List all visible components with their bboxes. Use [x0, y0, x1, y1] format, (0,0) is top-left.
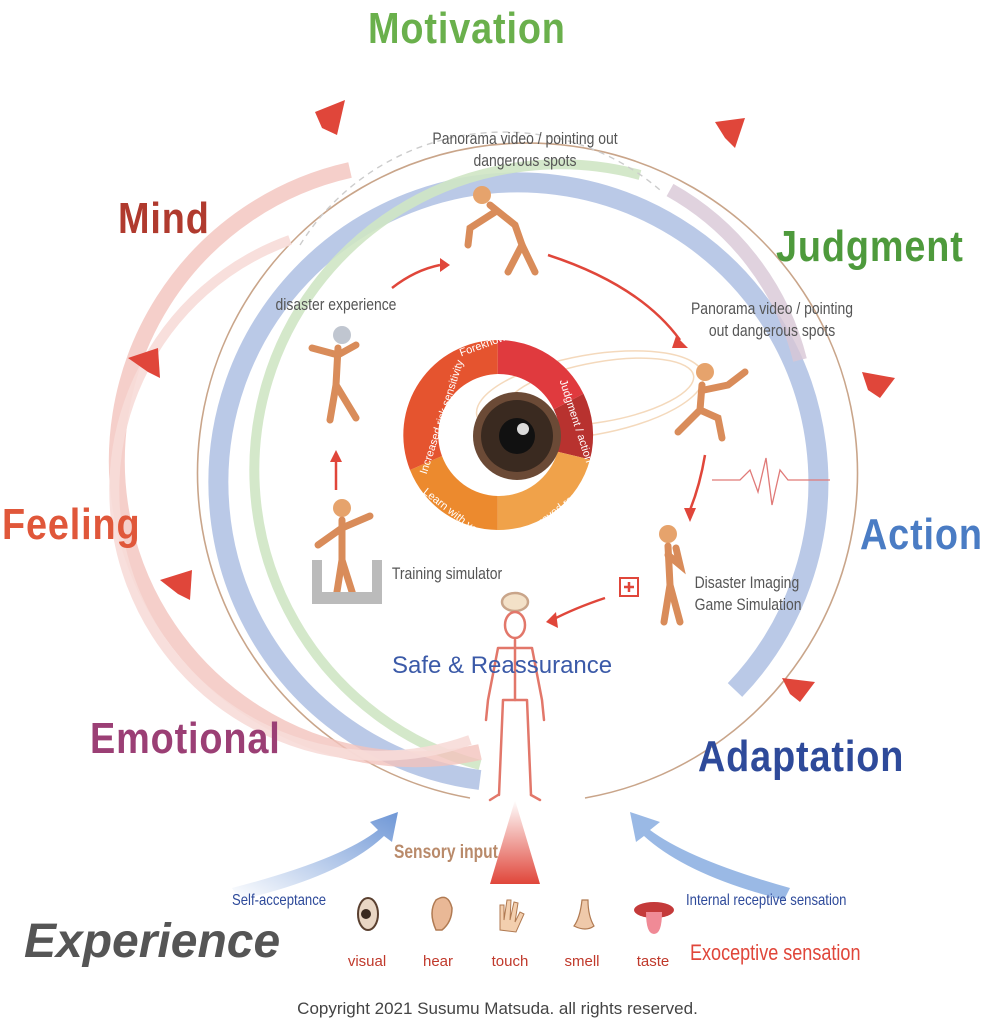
figure-right	[674, 363, 749, 442]
stage-feeling: Feeling	[2, 500, 141, 549]
figure-top	[464, 186, 539, 276]
internal-sensation-label: Internal receptive sensation	[686, 892, 847, 909]
stage-action: Action	[860, 510, 983, 559]
sensory-center-arrow	[490, 800, 540, 884]
internal-sensation-arrow	[630, 812, 790, 900]
training-simulator-base	[312, 560, 382, 604]
sense-hear: hear	[422, 953, 454, 970]
outer-thin-ring	[196, 142, 859, 799]
exoceptive-label: Exoceptive sensation	[690, 940, 861, 965]
figure-training	[314, 499, 374, 602]
caption-right-line2: out dangerous spots	[708, 321, 836, 340]
caption-training: Training simulator	[391, 564, 503, 583]
center-wheel	[403, 339, 594, 531]
stage-judgment: Judgment	[776, 222, 964, 271]
experience-heading: Experience	[24, 915, 281, 968]
stage-motivation: Motivation	[368, 4, 566, 53]
stage-adaptation: Adaptation	[698, 732, 905, 781]
stage-mind: Mind	[118, 194, 210, 243]
center-label: Safe & Reassurance	[392, 652, 613, 679]
sense-taste: taste	[636, 953, 670, 970]
self-acceptance-arrow	[232, 812, 398, 900]
nose-icon	[573, 899, 595, 930]
human-body	[484, 591, 546, 802]
stage-emotional: Emotional	[90, 714, 281, 763]
tongue-icon	[634, 902, 674, 934]
sense-visual: visual	[347, 953, 387, 970]
ear-icon	[431, 896, 453, 931]
copyright: Copyright 2021 Susumu Matsuda. all right…	[297, 999, 698, 1018]
caption-top: Panorama video / pointing out dangerous …	[423, 128, 628, 172]
figure-disaster	[308, 326, 360, 424]
dashed-inner-arc	[299, 131, 661, 246]
pulse-line	[712, 457, 830, 506]
self-acceptance-label: Self-acceptance	[232, 892, 327, 909]
first-aid-icon	[619, 577, 639, 597]
caption-top-line2: dangerous spots	[473, 151, 577, 170]
caption-disaster-experience: disaster experience	[275, 295, 397, 314]
outer-thick-rings	[108, 159, 829, 790]
caption-right-line1: Panorama video / pointing	[691, 299, 853, 318]
flow-arrowheads	[330, 258, 696, 628]
eye-icon	[357, 897, 379, 931]
hand-icon	[499, 899, 525, 933]
sense-icons	[357, 896, 674, 934]
figure-imaging	[659, 525, 686, 626]
caption-top-line1: Panorama video / pointing out	[432, 129, 618, 148]
caption-right: Panorama video / pointing out dangerous …	[682, 298, 862, 342]
sense-smell: smell	[564, 953, 600, 970]
cycle-arrows	[128, 100, 895, 702]
caption-disaster-imaging-line2: Game Simulation	[694, 595, 802, 614]
caption-disaster-imaging-line1: Disaster Imaging	[694, 573, 800, 592]
sensory-title: Sensory input	[394, 842, 498, 863]
caption-disaster-imaging: Disaster Imaging Game Simulation	[695, 572, 810, 616]
sense-touch: touch	[491, 953, 529, 970]
